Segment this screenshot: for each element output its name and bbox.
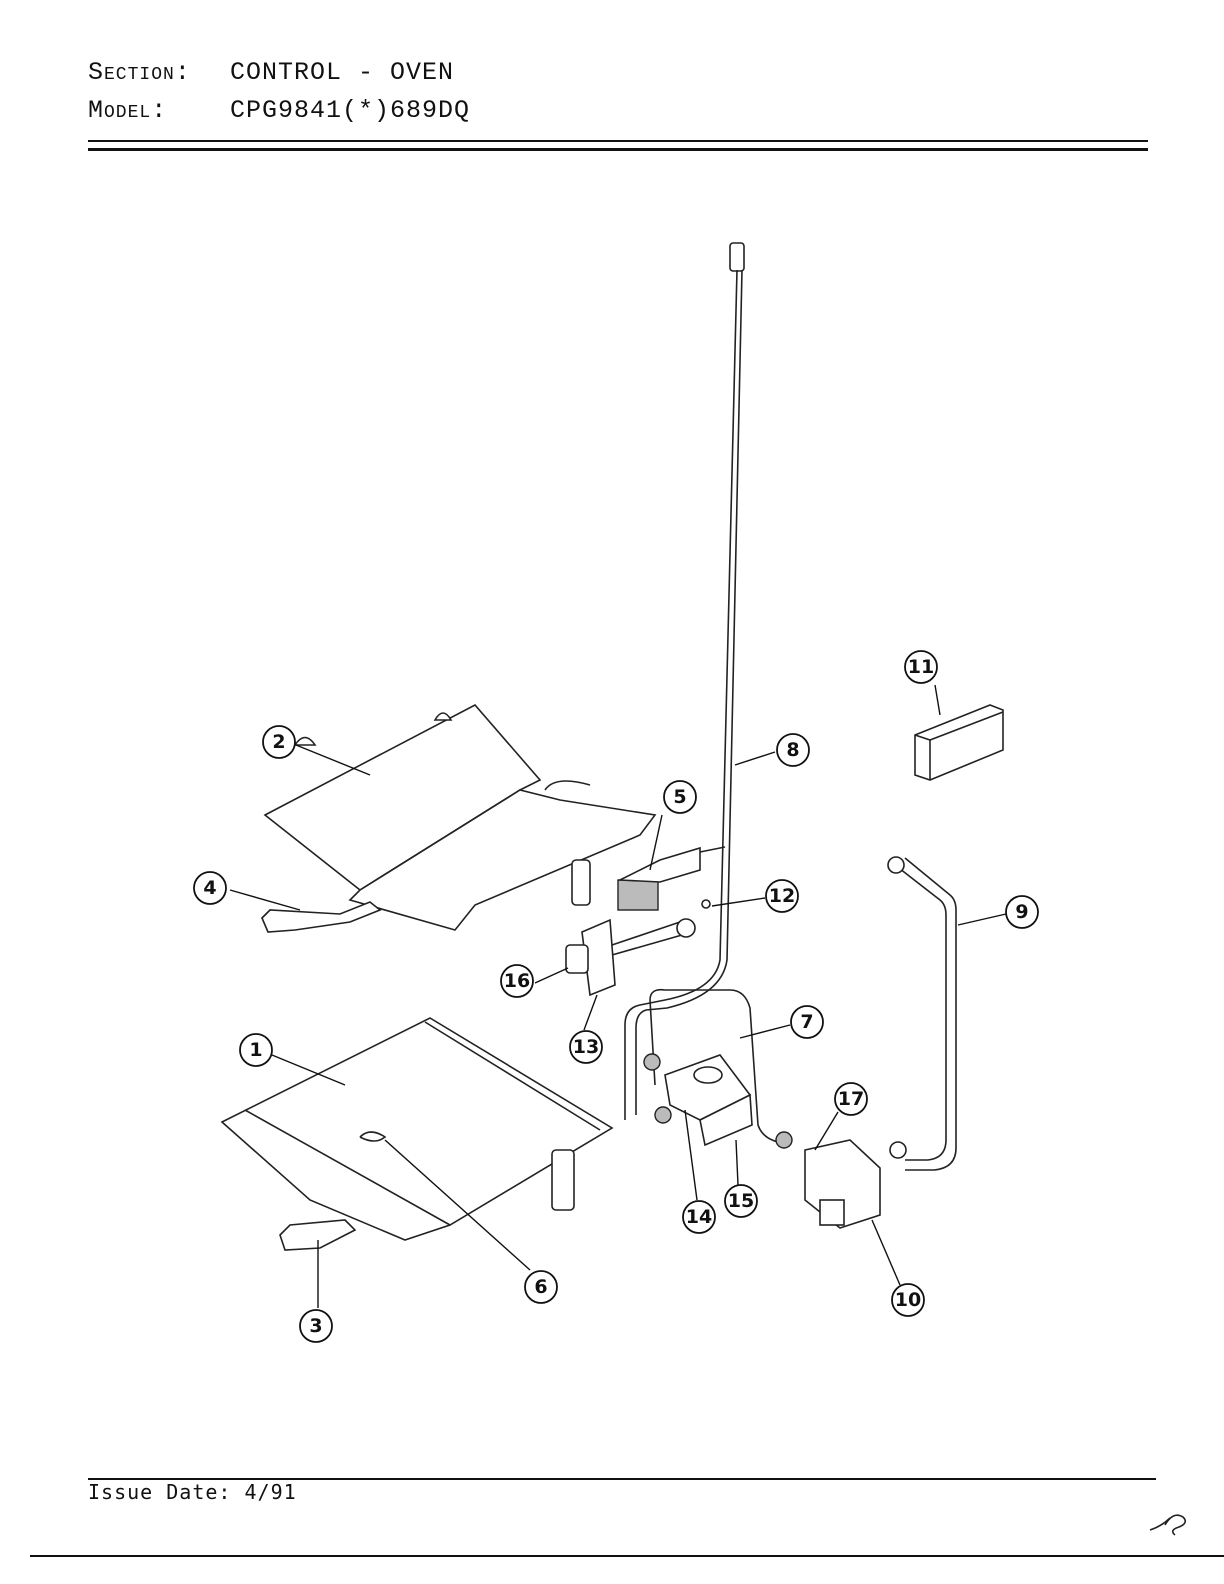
capillary-tube-part [624,242,745,1120]
callout-3-label: 3 [309,1315,322,1337]
callout-17-label: 17 [838,1088,864,1110]
callout-14-label: 14 [686,1206,712,1228]
callout-12: 12 [765,879,799,913]
gas-tube-part [887,856,957,1171]
safety-valve-part [775,1131,881,1229]
section-heading: Section: CONTROL - OVEN [88,58,454,87]
callout-9: 9 [1005,895,1039,929]
page-bottom-rule [30,1555,1224,1557]
callout-8-label: 8 [786,739,799,761]
ignitor-part [616,846,726,911]
callout-6-label: 6 [534,1276,547,1298]
callout-16-label: 16 [504,970,530,992]
callout-4-label: 4 [203,877,216,899]
callout-9-label: 9 [1015,901,1028,923]
callout-10-label: 10 [895,1289,921,1311]
lower-bracket-part [279,1219,357,1251]
model-key: Model: [88,96,168,125]
callout-7-label: 7 [800,1011,813,1033]
manifold-tube-part [649,988,784,1144]
header-rule-bottom [88,148,1148,151]
callout-11-label: 11 [908,656,934,678]
upper-baffle-part [263,703,657,931]
callout-6: 6 [524,1270,558,1304]
lower-baffle-part [220,1017,614,1241]
upper-bracket-part [261,901,382,933]
model-value: CPG9841(*)689DQ [230,96,471,125]
clip-part [359,1131,387,1142]
section-value: CONTROL - OVEN [230,58,455,87]
callout-1-label: 1 [249,1039,262,1061]
callout-11: 11 [904,650,938,684]
callout-2-label: 2 [272,731,285,753]
handwritten-mark [1149,1514,1187,1536]
callout-7: 7 [790,1005,824,1039]
callout-13-label: 13 [573,1036,599,1058]
callout-17: 17 [834,1082,868,1116]
callout-3: 3 [299,1309,333,1343]
cover-part [914,704,1004,781]
callout-13: 13 [569,1030,603,1064]
callout-8: 8 [776,733,810,767]
section-key: Section: [88,58,191,87]
callout-2: 2 [262,725,296,759]
callout-15: 15 [724,1184,758,1218]
callout-16: 16 [500,964,534,998]
callout-1: 1 [239,1033,273,1067]
callout-15-label: 15 [728,1190,754,1212]
screw-part [701,899,711,909]
callout-14: 14 [682,1200,716,1234]
leader-lines [229,684,1007,1308]
footer-rule [88,1478,1156,1480]
callout-5-label: 5 [673,786,686,808]
callout-12-label: 12 [769,885,795,907]
header-rule-top [88,140,1148,142]
orifice-part [565,918,696,997]
callout-5: 5 [663,780,697,814]
regulator-part [643,1053,753,1147]
callout-4: 4 [193,871,227,905]
model-heading: Model: CPG9841(*)689DQ [88,96,470,125]
callout-10: 10 [891,1283,925,1317]
issue-date: Issue Date: 4/91 [88,1480,297,1504]
